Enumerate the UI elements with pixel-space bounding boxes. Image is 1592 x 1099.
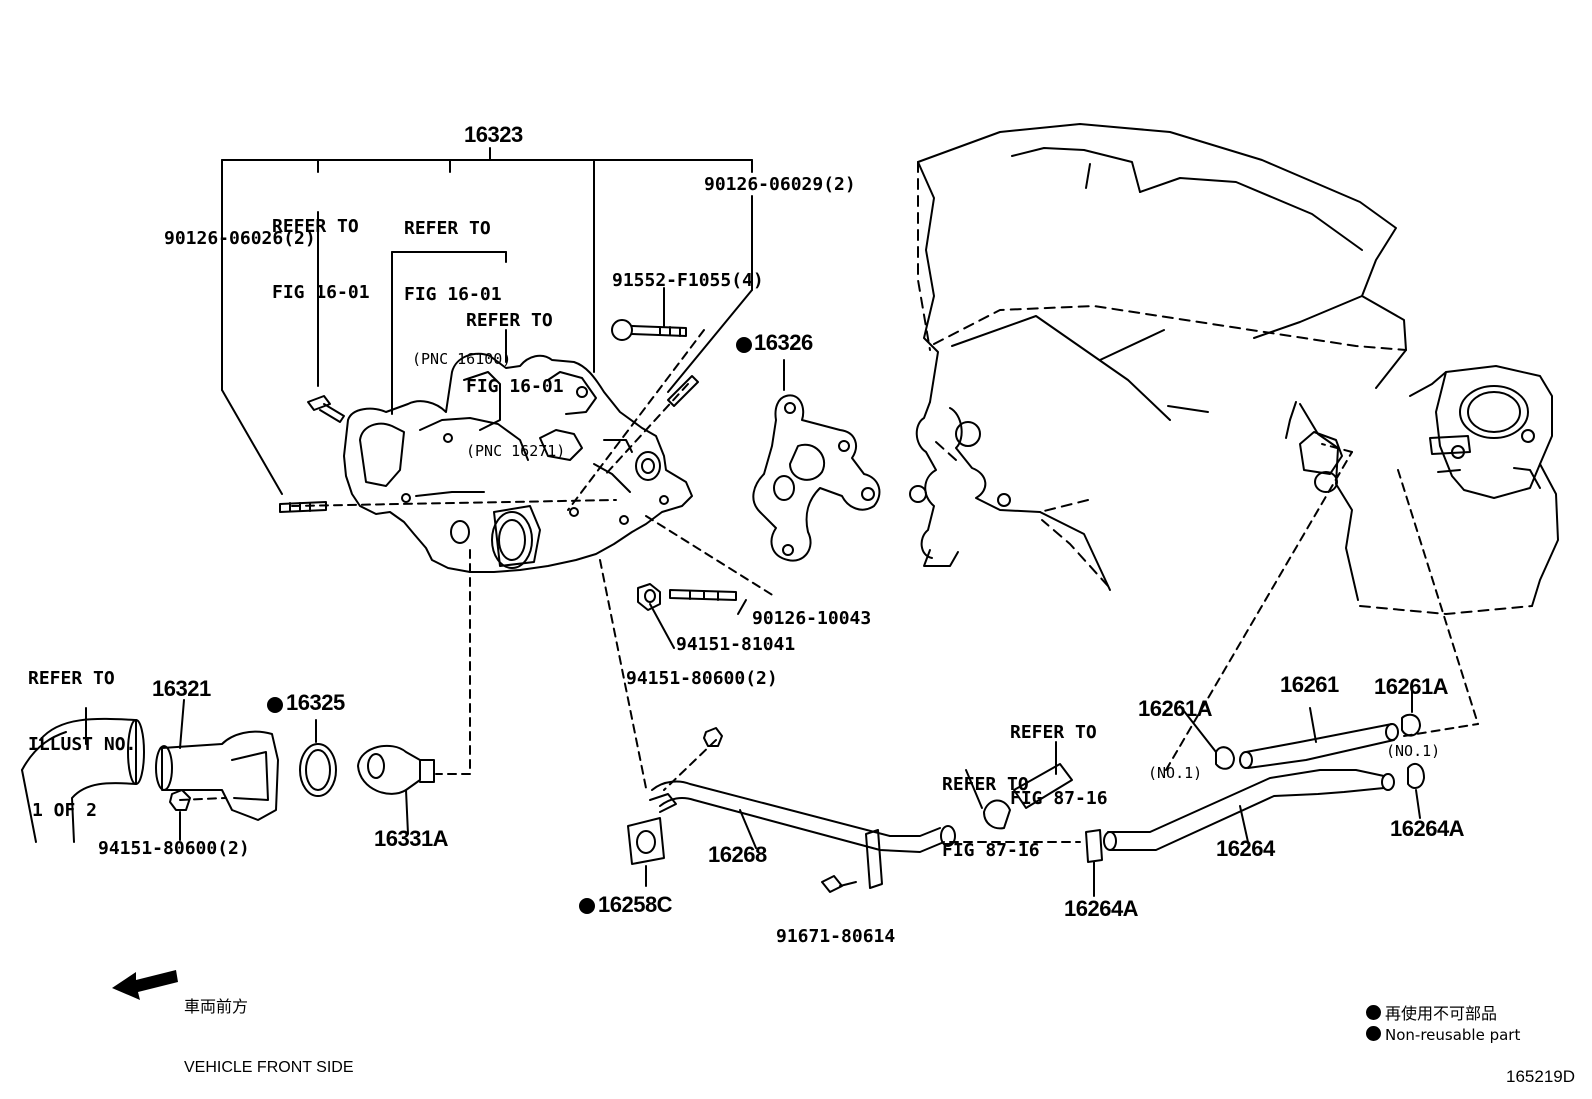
non-reusable-dot-icon — [1366, 1005, 1381, 1020]
label-94151-80600-left[interactable]: 94151-80600(2) — [98, 838, 250, 859]
refer-line-2: FIG 87-16 — [1010, 788, 1108, 809]
label-16258c[interactable]: 16258C — [598, 892, 673, 917]
label-16261a-right[interactable]: 16261A (NO.1) — [1374, 632, 1449, 782]
bolt-91671-80614 — [821, 875, 857, 893]
refer-line-1: REFER TO — [466, 310, 553, 331]
part-note: (NO.1) — [1148, 764, 1203, 782]
hose-refer-illust — [21, 707, 145, 843]
clamp-16264a-bottom — [1085, 829, 1103, 897]
label-16264a-right[interactable]: 16264A — [1390, 816, 1465, 841]
pnc-reference: (PNC 16271) — [466, 442, 566, 460]
label-94151-80600-mid[interactable]: 94151-80600(2) — [626, 668, 778, 689]
label-refer-fig-16-01-a[interactable]: REFER TO FIG 16-01 — [272, 172, 370, 326]
legend-en: Non-reusable part — [1385, 1026, 1521, 1044]
throttle-body — [1409, 365, 1559, 607]
label-16325[interactable]: 16325 — [286, 690, 345, 715]
nut-94151-81041 — [637, 583, 661, 611]
label-91552-f1055[interactable]: 91552-F1055(4) — [612, 270, 764, 291]
bypass-pipe-16268 — [649, 741, 1057, 889]
direction-en: VEHICLE FRONT SIDE — [184, 1059, 354, 1076]
refer-line-2: FIG 16-01 — [466, 376, 564, 397]
vehicle-front-note: 車両前方 VEHICLE FRONT SIDE — [184, 958, 354, 1098]
refer-line-2: FIG 16-01 — [404, 284, 502, 305]
part-number: 16261A — [1138, 696, 1213, 721]
refer-line-2: FIG 16-01 — [272, 282, 370, 303]
gasket-16325 — [299, 719, 337, 797]
label-refer-fig-87-16-upper[interactable]: REFER TO FIG 87-16 — [1010, 678, 1108, 832]
clamp-refer-87-16 — [983, 799, 1011, 830]
part-note: (NO.1) — [1386, 742, 1441, 760]
inlet-16321 — [155, 699, 279, 821]
refer-line-2: ILLUST NO. — [28, 734, 137, 755]
bolt-refer-16-01 — [307, 395, 345, 423]
gasket-16258c — [627, 817, 665, 887]
refer-line-3: 1 OF 2 — [32, 800, 98, 821]
legend-en-row: Non-reusable part — [1366, 1026, 1520, 1044]
label-16261[interactable]: 16261 — [1280, 672, 1339, 697]
stud-90126-06026 — [279, 501, 327, 513]
label-90126-06026[interactable]: 90126-06026(2) — [164, 228, 316, 249]
stud-90126-06029 — [667, 375, 699, 407]
pnc-reference: (PNC 16100) — [412, 350, 512, 368]
label-94151-81041[interactable]: 94151-81041 — [676, 634, 796, 655]
pump-dashed-lines — [179, 329, 1479, 843]
label-refer-illust[interactable]: REFER TO ILLUST NO. 1 OF 2 — [28, 624, 136, 844]
label-16321[interactable]: 16321 — [152, 676, 211, 701]
header-leader-lines — [221, 147, 785, 495]
direction-jp: 車両前方 — [184, 999, 249, 1016]
refer-line-1: REFER TO — [942, 774, 1029, 795]
label-16264[interactable]: 16264 — [1216, 836, 1275, 861]
label-16261a-left[interactable]: 16261A (NO.1) — [1138, 654, 1213, 804]
nut-94151-80600-left — [169, 789, 191, 841]
legend-jp: 再使用不可部品 — [1385, 1004, 1498, 1023]
hose-16261 — [1239, 707, 1399, 769]
filled-markers — [112, 337, 752, 1000]
label-refer-fig-16-01-c[interactable]: REFER TO FIG 16-01 (PNC 16271) — [466, 266, 565, 482]
label-16323[interactable]: 16323 — [464, 122, 523, 147]
refer-line-1: REFER TO — [272, 216, 359, 237]
hose-16264 — [1103, 769, 1395, 851]
part-number: 16261A — [1374, 674, 1449, 699]
hose-refer-87-16 — [1013, 763, 1073, 809]
clamp-16264a-right — [1407, 762, 1425, 819]
engine-block-hidden-lines — [917, 161, 1533, 615]
nut-94151-80600-mid — [703, 727, 723, 747]
refer-line-2: FIG 87-16 — [942, 840, 1040, 861]
label-90126-06029[interactable]: 90126-06029(2) — [704, 174, 856, 195]
legend-jp-row: 再使用不可部品 — [1366, 1000, 1497, 1024]
thermostat-16331a — [357, 744, 435, 835]
label-refer-fig-16-01-b[interactable]: REFER TO FIG 16-01 (PNC 16100) — [404, 174, 511, 390]
label-90126-10043[interactable]: 90126-10043 — [752, 608, 872, 629]
clamp-16261a-left — [1179, 705, 1235, 770]
refer-line-1: REFER TO — [1010, 722, 1097, 743]
refer-line-1: REFER TO — [404, 218, 491, 239]
engine-block — [909, 123, 1407, 601]
label-91671-80614[interactable]: 91671-80614 — [776, 926, 896, 947]
gasket-16326 — [752, 394, 881, 562]
drawing-number: 165219D — [1506, 1067, 1576, 1086]
stud-90126-10043 — [669, 589, 737, 601]
label-refer-fig-87-16-lower[interactable]: REFER TO FIG 87-16 — [942, 730, 1040, 884]
clamp-16261a-right — [1401, 689, 1421, 737]
non-reusable-dot-icon — [1366, 1026, 1381, 1041]
label-16326[interactable]: 16326 — [754, 330, 813, 355]
label-16331a[interactable]: 16331A — [374, 826, 449, 851]
refer-line-1: REFER TO — [28, 668, 115, 689]
label-16264a-bottom[interactable]: 16264A — [1064, 896, 1139, 921]
bolt-91552-f1055 — [611, 319, 687, 341]
label-16268[interactable]: 16268 — [708, 842, 767, 867]
